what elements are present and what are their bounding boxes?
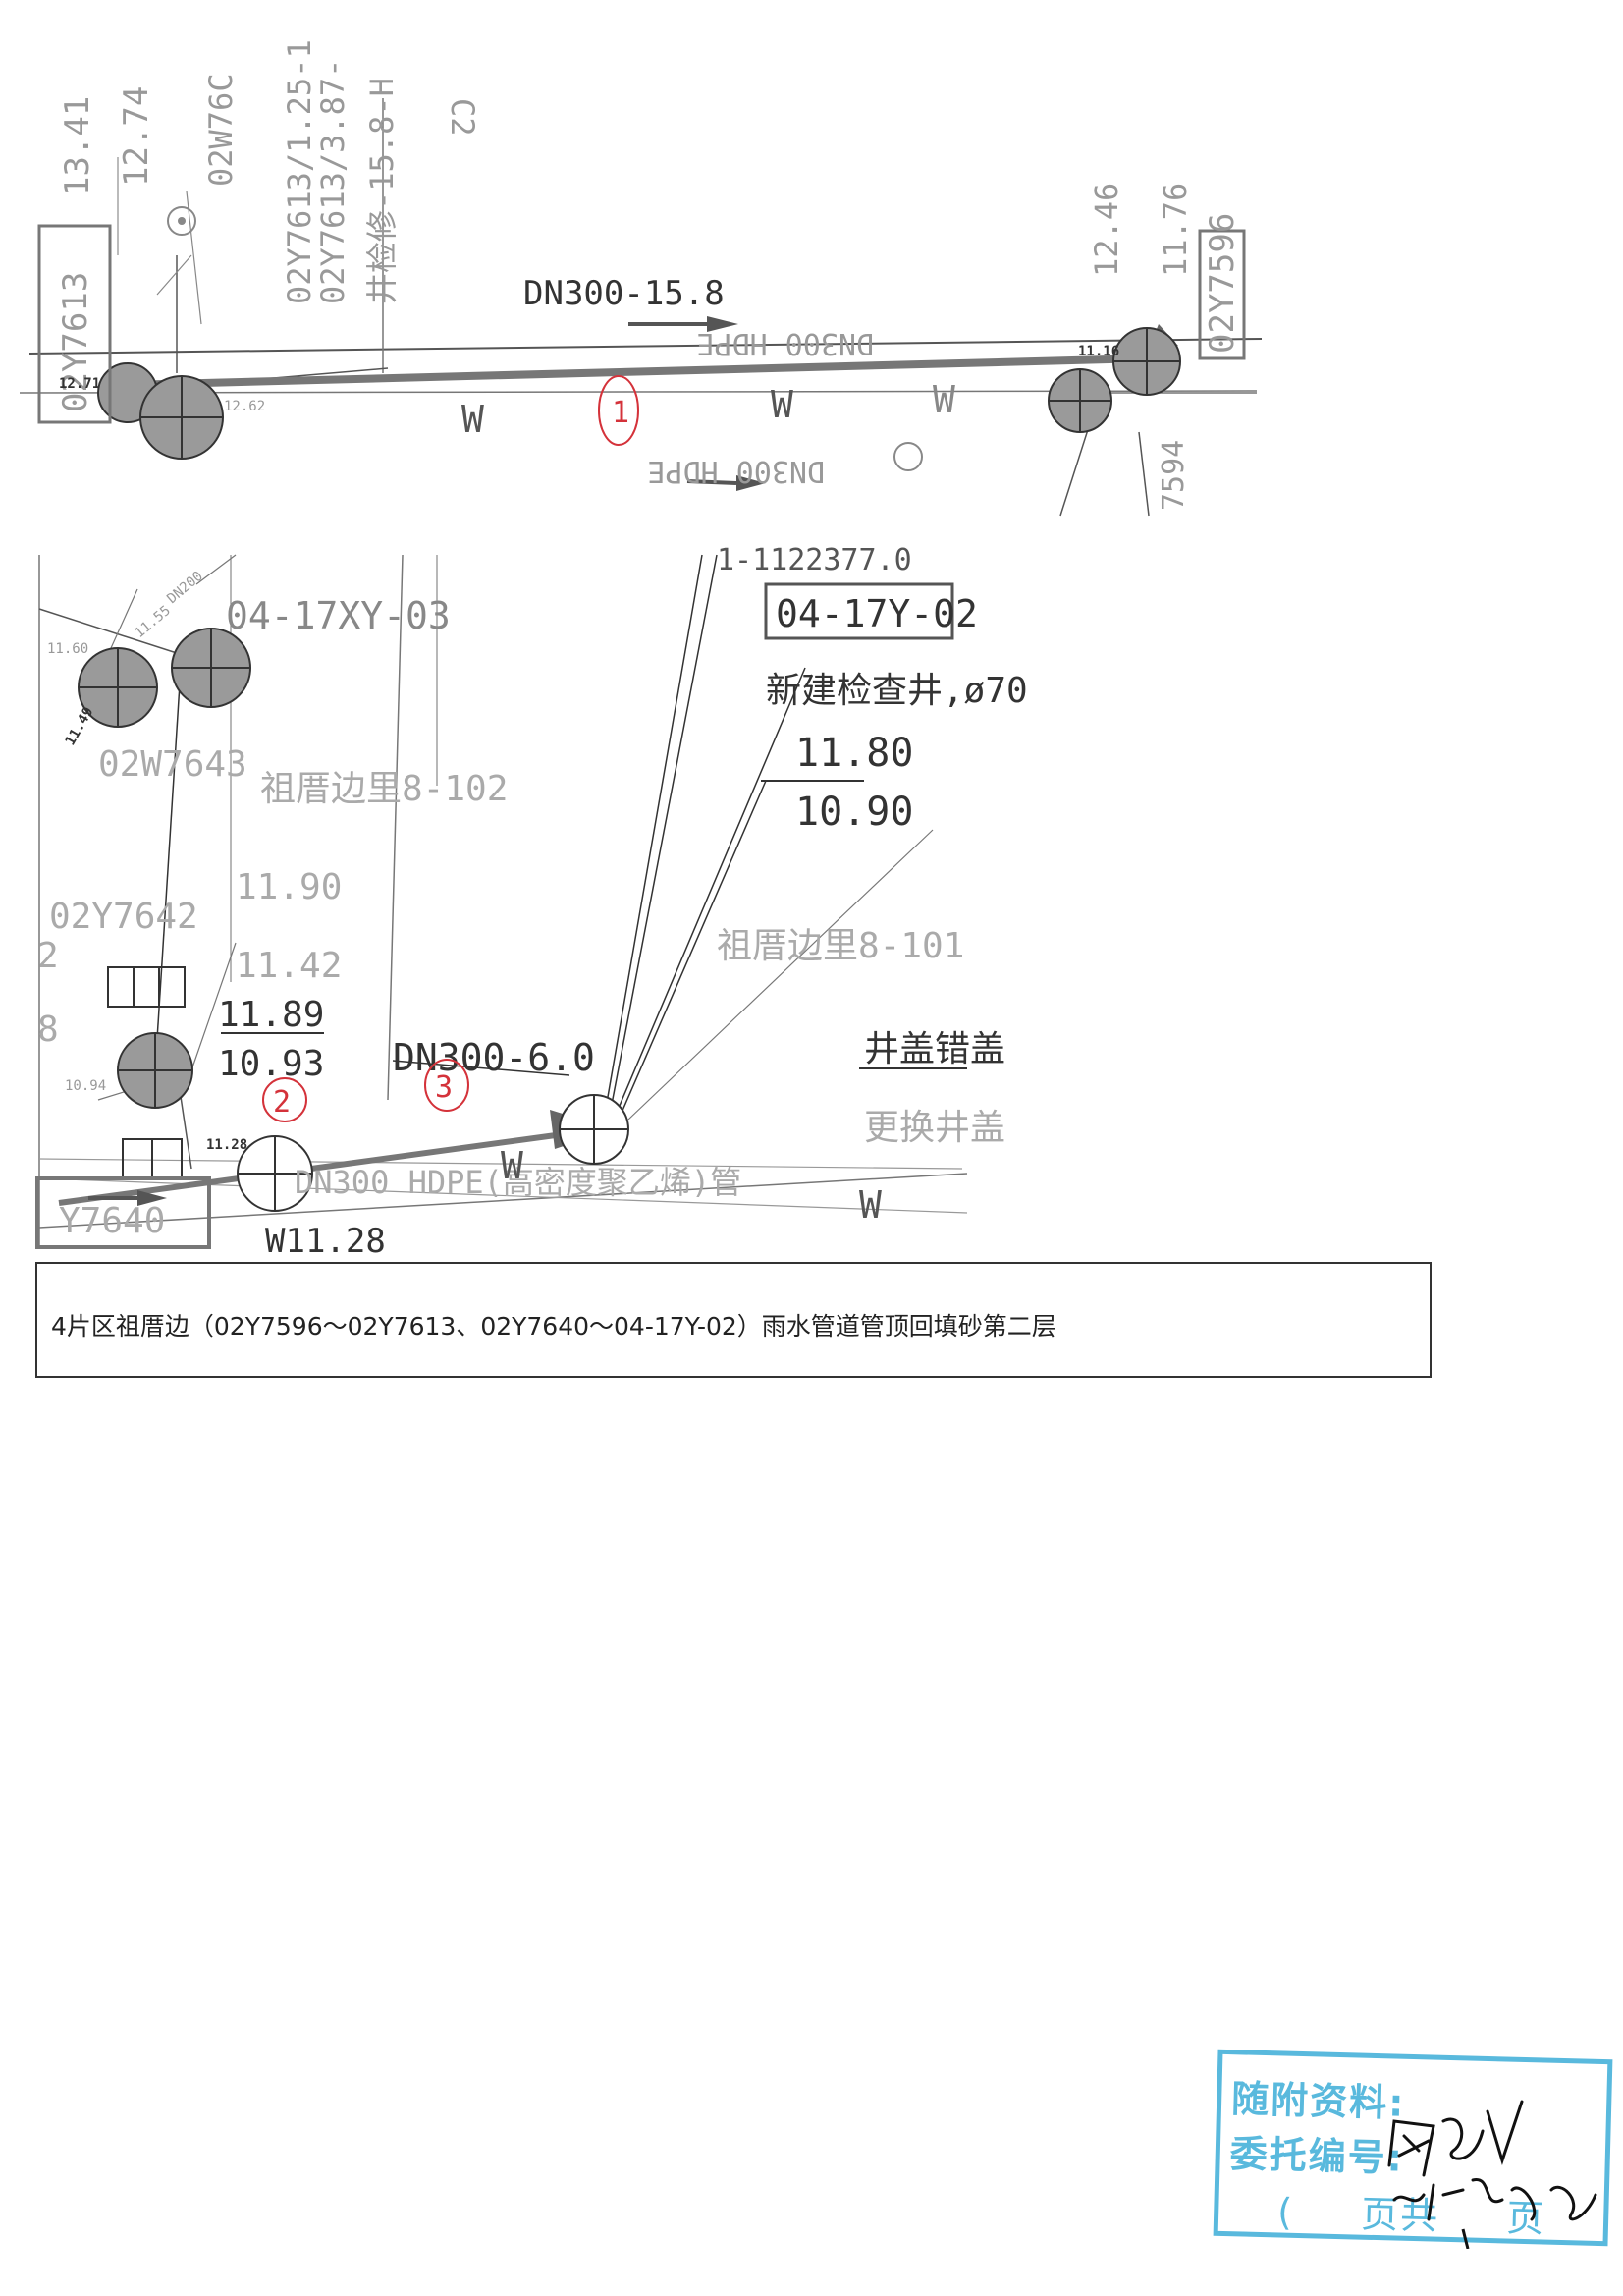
label-02Y7596: 02Y7596 <box>1203 213 1242 354</box>
rain-pipe-upper <box>127 355 1150 389</box>
elev-12-74: 12.74 <box>117 86 156 187</box>
label-box-02Y7596 <box>1198 229 1246 360</box>
elev-11-55: 11.55 <box>132 603 174 641</box>
elev-11-42: 11.42 <box>236 946 342 986</box>
new-well-desc: 新建检查井,ø70 <box>766 671 1028 711</box>
section-mark-3-text: 3 <box>435 1070 453 1105</box>
elev-10-90: 10.90 <box>795 790 913 835</box>
cover-note-2: 更换井盖 <box>864 1108 1005 1148</box>
elev-11-49: 11.49 <box>63 704 97 748</box>
label-box-02Y7613 <box>37 224 112 424</box>
label-02Y7613: 02Y7613 <box>56 272 95 412</box>
elev-11-60: 11.60 <box>47 641 88 657</box>
w-mark: W <box>933 378 955 421</box>
label-Y7640: Y7640 <box>59 1201 165 1241</box>
sewer-pipe-lower: DN300 HDPE(高密度聚乙烯)管 <box>295 1164 741 1201</box>
left-edge-b: 8 <box>37 1010 59 1050</box>
label-box-Y7640 <box>35 1176 211 1249</box>
road-edge-line <box>28 338 1263 355</box>
label-04-17Y-02: 04-17Y-02 <box>776 592 978 635</box>
elev-11-76: 11.76 <box>1157 183 1194 277</box>
w-mark: W <box>501 1144 523 1187</box>
vlabel-1: 02Y7613/1.25-1 <box>281 39 318 304</box>
plot-8-101: 祖厝边里8-101 <box>717 926 964 966</box>
handwritten-signature <box>1387 2100 1597 2249</box>
label-02Y7642: 02Y7642 <box>49 897 198 937</box>
elev-11-16: 11.16 <box>1078 344 1119 359</box>
section-mark-1-text: 1 <box>612 396 629 430</box>
top-cut-text: 1-1122377.0 <box>717 543 912 577</box>
label-02W7643: 02W7643 <box>98 744 247 785</box>
w-mark: W <box>771 383 793 426</box>
label-02W76C: 02W76C <box>202 73 240 187</box>
corner-label: C2 <box>444 98 481 137</box>
section-mark-2 <box>262 1077 307 1122</box>
section-mark-1 <box>598 375 639 446</box>
elev-12-46: 12.46 <box>1088 183 1125 277</box>
vlabel-3: 井检修-15.8-H <box>363 78 401 304</box>
pipe-label-lower: DN300-6.0 <box>393 1036 595 1079</box>
section-mark-2-text: 2 <box>273 1085 291 1120</box>
w-mark: W <box>859 1183 882 1227</box>
elev-10-93: 10.93 <box>218 1044 324 1084</box>
elev-13-41: 13.41 <box>58 96 97 196</box>
rain-pipe-lower <box>58 1126 600 1206</box>
caption-text: 4片区祖厝边（02Y7596～02Y7613、02Y7640～04-17Y-02… <box>51 1312 1056 1340</box>
elev-10-94: 10.94 <box>65 1078 106 1094</box>
catch-box <box>107 966 135 1008</box>
elev-w11-28: W11.28 <box>265 1222 386 1261</box>
elev-12-62: 12.62 <box>224 399 265 414</box>
elev-11-89: 11.89 <box>218 995 324 1035</box>
label-box-04-17Y-02 <box>764 582 954 640</box>
lower-plan: 1-1122377.0 04-17Y-02 新建检查井,ø70 11.80 10… <box>35 543 1028 1261</box>
plot-8-102: 祖厝边里8-102 <box>260 769 508 809</box>
elev-11-80: 11.80 <box>795 731 913 776</box>
elev-12-71: 12.71 <box>59 376 100 392</box>
w-mark: W <box>461 398 484 441</box>
elev-11-90: 11.90 <box>236 867 342 907</box>
pipe-label-upper: DN300-15.8 <box>523 274 725 313</box>
section-mark-3 <box>424 1059 469 1112</box>
caption-box: 4片区祖厝边（02Y7596～02Y7613、02Y7640～04-17Y-02… <box>35 1262 1432 1378</box>
sewer-pipe-text: DN300 HDPE <box>647 454 825 488</box>
elev-11-28: 11.28 <box>206 1137 247 1153</box>
left-edge-a: 2 <box>37 936 59 976</box>
stamp-page-left: ( <box>1276 2190 1295 2234</box>
pipe-mirror-text: DN300 HDPE <box>696 326 874 360</box>
dn200-label: DN200 <box>164 569 206 607</box>
marker-circle <box>167 206 196 236</box>
vlabel-2: 02Y7613/3.87- <box>314 59 352 304</box>
label-7594: 7594 <box>1157 440 1191 511</box>
pipeline-drawing: 02Y7613 02Y7596 7594 13.41 12.74 02W76C … <box>19 39 1263 1261</box>
upper-plan: 02Y7613 02Y7596 7594 13.41 12.74 02W76C … <box>19 39 1263 517</box>
cover-note-1: 井盖错盖 <box>864 1029 1005 1069</box>
label-04-17XY-03: 04-17XY-03 <box>226 594 451 637</box>
